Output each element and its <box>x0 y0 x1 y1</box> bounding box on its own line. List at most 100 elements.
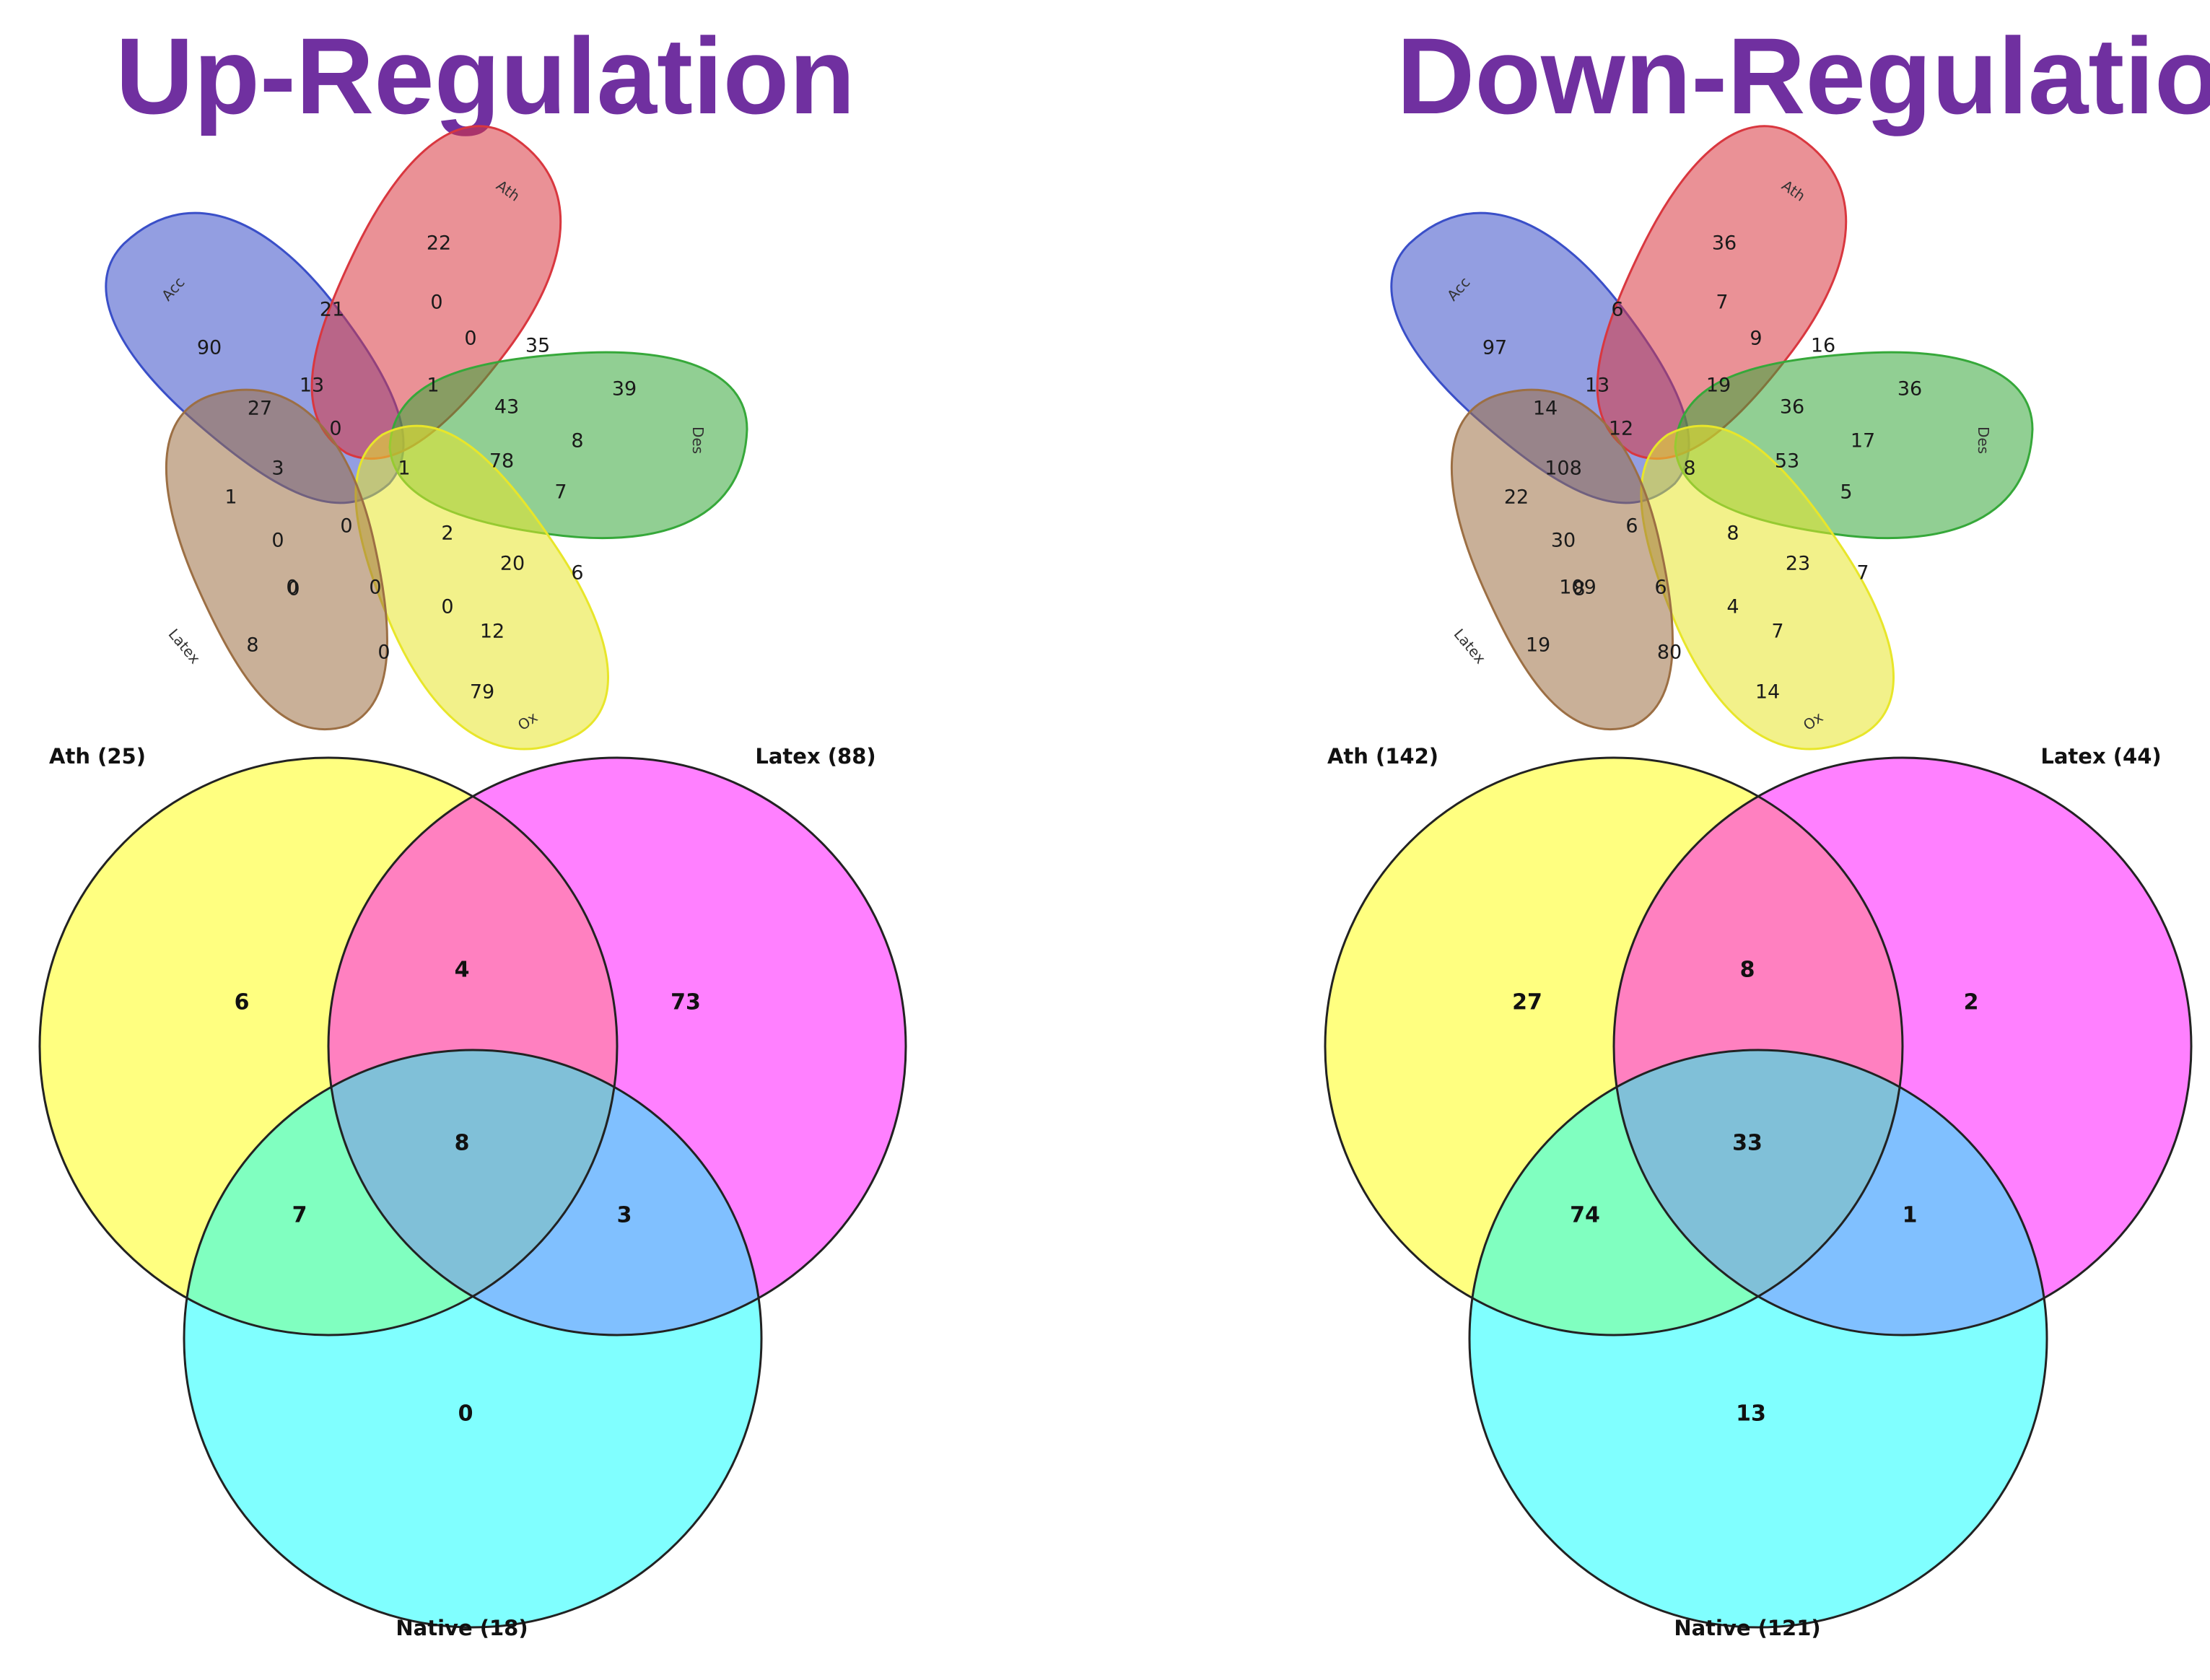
region-count: 13 <box>300 375 324 397</box>
set-a-outline <box>1324 756 1904 1336</box>
region-count: 7 <box>1856 562 1869 585</box>
region-count-c-only: 13 <box>1736 1401 1766 1427</box>
set-label-des: Des <box>689 426 707 454</box>
region-count-a-only: 27 <box>1512 990 1542 1015</box>
region-count: 9 <box>1750 328 1762 350</box>
region-count: 22 <box>427 232 451 255</box>
region-count: 17 <box>1851 430 1875 452</box>
petal-shape-latex <box>1450 388 1674 730</box>
region-count: 0 <box>329 418 341 440</box>
down-regulation-title: Down-Regulation <box>1397 15 2210 136</box>
region-count: 23 <box>1786 553 1810 575</box>
region-count: 21 <box>320 299 344 321</box>
region-count: 20 <box>500 553 525 575</box>
region-count: 8 <box>246 634 258 657</box>
petal-shape-latex <box>165 388 389 730</box>
region-count: 4 <box>1726 596 1739 618</box>
region-count-b-only: 73 <box>671 990 701 1015</box>
petal-shape-ox <box>1640 424 1895 751</box>
set-c-outline <box>183 1049 763 1629</box>
region-count: 8 <box>1573 578 1585 600</box>
region-count: 0 <box>340 515 352 538</box>
set-label-a: Ath (25) <box>49 744 146 769</box>
region-count: 6 <box>1611 299 1623 321</box>
region-count: 0 <box>287 578 300 600</box>
region-count: 6 <box>1654 577 1667 599</box>
region-count: 8 <box>1683 458 1695 480</box>
region-count: 6 <box>571 562 583 585</box>
region-count-ab: 8 <box>1740 958 1755 983</box>
region-count: 14 <box>1755 681 1780 704</box>
region-count: 0 <box>377 642 390 664</box>
region-count: 7 <box>554 481 567 504</box>
set-label-b: Latex (88) <box>755 744 875 769</box>
region-count: 12 <box>480 621 505 643</box>
region-count: 13 <box>1585 375 1610 397</box>
region-count: 12 <box>1609 418 1633 440</box>
region-count: 43 <box>494 396 519 419</box>
region-ac <box>1469 1050 1903 1335</box>
region-count-bc: 3 <box>617 1203 632 1228</box>
set-label-c: Native (121) <box>1674 1616 1820 1640</box>
region-count: 0 <box>286 577 298 599</box>
region-bc <box>1614 1050 2047 1335</box>
region-count-ab: 4 <box>455 958 470 983</box>
region-count: 14 <box>1533 398 1558 420</box>
petal-ox <box>354 424 609 751</box>
set-label-c: Native (18) <box>396 1616 528 1640</box>
region-count: 109 <box>1559 577 1597 599</box>
petal-shape-ath <box>1596 125 1848 460</box>
set-label-des: Des <box>1975 426 1992 454</box>
region-count: 5 <box>1840 481 1852 504</box>
region-count: 27 <box>248 398 272 420</box>
region-count: 16 <box>1811 335 1835 357</box>
set-label-a: Ath (142) <box>1327 744 1438 769</box>
region-count-c-only: 0 <box>458 1401 473 1427</box>
region-count: 0 <box>441 596 453 618</box>
region-count: 8 <box>571 430 583 452</box>
region-count-bc: 1 <box>1903 1203 1918 1228</box>
region-count-ac: 7 <box>292 1203 307 1228</box>
region-count-b-only: 2 <box>1964 990 1979 1015</box>
region-count: 1 <box>224 486 237 509</box>
region-count: 108 <box>1545 458 1582 480</box>
petal-shape-ath <box>310 125 562 460</box>
region-bc <box>328 1050 761 1335</box>
region-count: 3 <box>271 458 284 480</box>
region-count: 0 <box>271 530 284 552</box>
region-count: 0 <box>430 292 442 314</box>
region-count-abc: 33 <box>1732 1131 1763 1156</box>
region-count: 8 <box>1726 522 1739 545</box>
region-count-abc: 8 <box>455 1131 470 1156</box>
region-count: 6 <box>1625 515 1638 538</box>
region-count: 19 <box>1706 375 1731 397</box>
region-count: 0 <box>464 328 476 350</box>
petal-ox <box>1640 424 1895 751</box>
region-count-ac: 74 <box>1570 1203 1600 1228</box>
region-count: 90 <box>197 337 222 359</box>
region-count: 53 <box>1775 450 1799 473</box>
region-count: 30 <box>1551 530 1576 552</box>
region-count: 0 <box>369 577 381 599</box>
petal-shape-ox <box>354 424 609 751</box>
up-regulation-title: Up-Regulation <box>115 15 855 136</box>
petal-latex <box>165 388 389 730</box>
set-b-outline <box>1612 756 2193 1336</box>
petal-latex <box>1450 388 1674 730</box>
region-count: 2 <box>441 522 453 545</box>
region-count: 36 <box>1712 232 1737 255</box>
region-count: 39 <box>612 378 637 401</box>
region-count-a-only: 6 <box>235 990 250 1015</box>
region-count: 36 <box>1780 396 1804 419</box>
region-count: 1 <box>398 458 410 480</box>
region-count: 80 <box>1657 642 1682 664</box>
region-count: 22 <box>1504 486 1529 509</box>
region-count: 35 <box>525 335 550 357</box>
set-a-outline <box>38 756 619 1336</box>
set-c-outline <box>1468 1049 2048 1629</box>
region-count: 19 <box>1526 634 1550 657</box>
